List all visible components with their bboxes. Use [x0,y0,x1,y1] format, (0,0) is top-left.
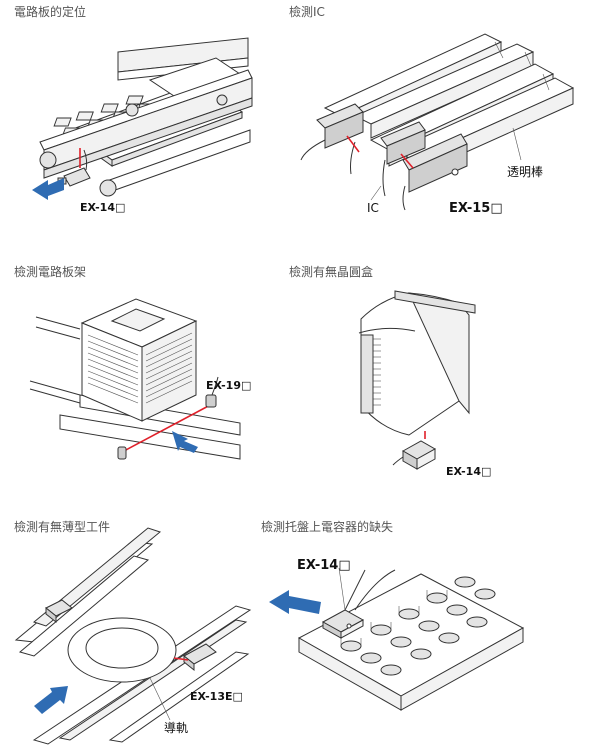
panel-caption: 檢測IC [289,5,325,19]
pcb-rack-illustration [29,298,241,460]
panel-caption: 檢測有無晶圓盒 [289,265,374,279]
panel-thin-workpiece: 檢測有無薄型工件 EX-13E□ 導軌 [0,510,300,751]
panel-wafer-cassette: 檢測有無晶圓盒 EX-14□ [285,255,609,495]
transparent-rod-label: 透明棒 [507,165,544,179]
sensor-label: EX-14□ [297,558,351,573]
ic-detection-illustration [300,33,575,211]
panel-ic-detection: 檢測IC I [285,0,609,250]
panel-pcb-rack: 檢測電路板架 EX-19 [0,255,300,495]
tray-capacitors-illustration [269,567,525,711]
panel-caption: 電路板的定位 [14,5,87,19]
sensor-label: EX-14□ [446,465,492,478]
sensor-label: EX-14□ [80,201,126,214]
sensor-label: EX-15□ [449,201,503,216]
guide-rail-label: 導軌 [164,721,189,735]
panel-caption: 檢測有無薄型工件 [14,520,111,534]
thin-workpiece-illustration [14,527,252,745]
wafer-cassette-illustration [358,290,476,470]
sensor-label: EX-19□ [206,379,252,392]
sensor-label: EX-13E□ [190,690,243,703]
pcb-positioning-illustration [32,37,253,200]
ic-label: IC [367,201,379,215]
panel-caption: 檢測電路板架 [14,265,87,279]
panel-pcb-positioning: 電路板的定位 [0,0,300,250]
panel-tray-capacitors: 檢測托盤上電容器的缺失 [255,510,609,751]
panel-caption: 檢測托盤上電容器的缺失 [261,520,394,534]
